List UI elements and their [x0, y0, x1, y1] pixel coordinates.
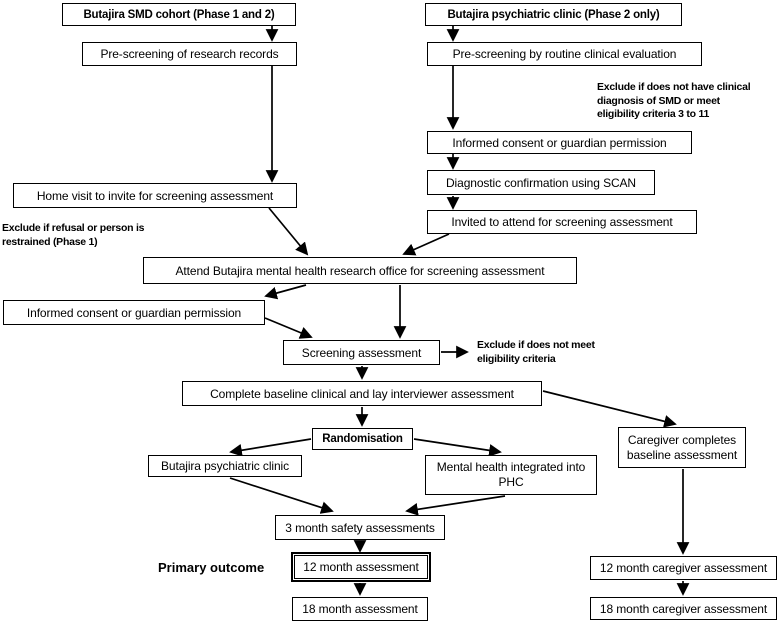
arrow-randomisation-to-clinic-arm	[229, 438, 312, 457]
box-screening: Screening assessment	[283, 340, 440, 365]
box-randomisation: Randomisation	[312, 428, 413, 450]
box-safety-3month: 3 month safety assessments	[275, 515, 445, 540]
arrow-consent-to-screening	[264, 317, 313, 339]
arrow-baseline-to-caregiver	[542, 390, 677, 428]
box-attend-office: Attend Butajira mental health research o…	[143, 257, 577, 284]
arrow-clinic-arm-to-safety	[229, 477, 334, 514]
note-line: Exclude if does not have clinical	[597, 81, 751, 93]
note-line: Exclude if does not meet	[477, 339, 595, 351]
note-line: Exclude if refusal or person is	[2, 222, 145, 234]
box-arm-clinic: Butajira psychiatric clinic	[148, 455, 302, 477]
box-home-visit: Home visit to invite for screening asses…	[13, 183, 297, 208]
box-invited-attend: Invited to attend for screening assessme…	[427, 210, 697, 234]
arrow-randomisation-to-phc-arm	[413, 438, 502, 457]
label-primary-outcome: Primary outcome	[158, 560, 265, 575]
arrow-homevisit-to-office	[268, 207, 309, 256]
box-caregiver-baseline: Caregiver completes baseline assessment	[618, 427, 746, 468]
note-line: eligibility criteria 3 to 11	[597, 108, 710, 120]
box-18month-caregiver: 18 month caregiver assessment	[590, 597, 777, 620]
box-consent-cohort: Informed consent or guardian permission	[3, 300, 265, 325]
box-consent-clinic: Informed consent or guardian permission	[427, 131, 692, 154]
box-baseline: Complete baseline clinical and lay inter…	[182, 381, 542, 406]
box-scan-confirm: Diagnostic confirmation using SCAN	[427, 170, 655, 195]
note-exclude-refusal: Exclude if refusal or person is restrain…	[2, 222, 144, 249]
box-psych-clinic: Butajira psychiatric clinic (Phase 2 onl…	[425, 3, 682, 26]
box-12month-assessment: 12 month assessment	[291, 552, 431, 582]
note-line: diagnosis of SMD or meet	[597, 94, 720, 107]
box-18month-assessment: 18 month assessment	[292, 597, 428, 621]
note-line: restrained (Phase 1)	[2, 235, 98, 248]
note-line: eligibility criteria	[477, 352, 556, 365]
box-prescreen-records: Pre-screening of research records	[82, 42, 297, 66]
box-12month-caregiver: 12 month caregiver assessment	[590, 556, 777, 580]
box-prescreen-clinic: Pre-screening by routine clinical evalua…	[427, 42, 702, 66]
box-arm-phc: Mental health integrated into PHC	[425, 455, 597, 495]
note-exclude-eligibility: Exclude if does not meet eligibility cri…	[477, 339, 595, 366]
arrow-phc-arm-to-safety	[405, 495, 506, 516]
note-exclude-clinic: Exclude if does not have clinical diagno…	[597, 81, 751, 122]
box-smd-cohort: Butajira SMD cohort (Phase 1 and 2)	[62, 3, 296, 26]
arrow-office-to-consent	[264, 284, 307, 300]
arrow-invited-to-office	[402, 233, 450, 256]
